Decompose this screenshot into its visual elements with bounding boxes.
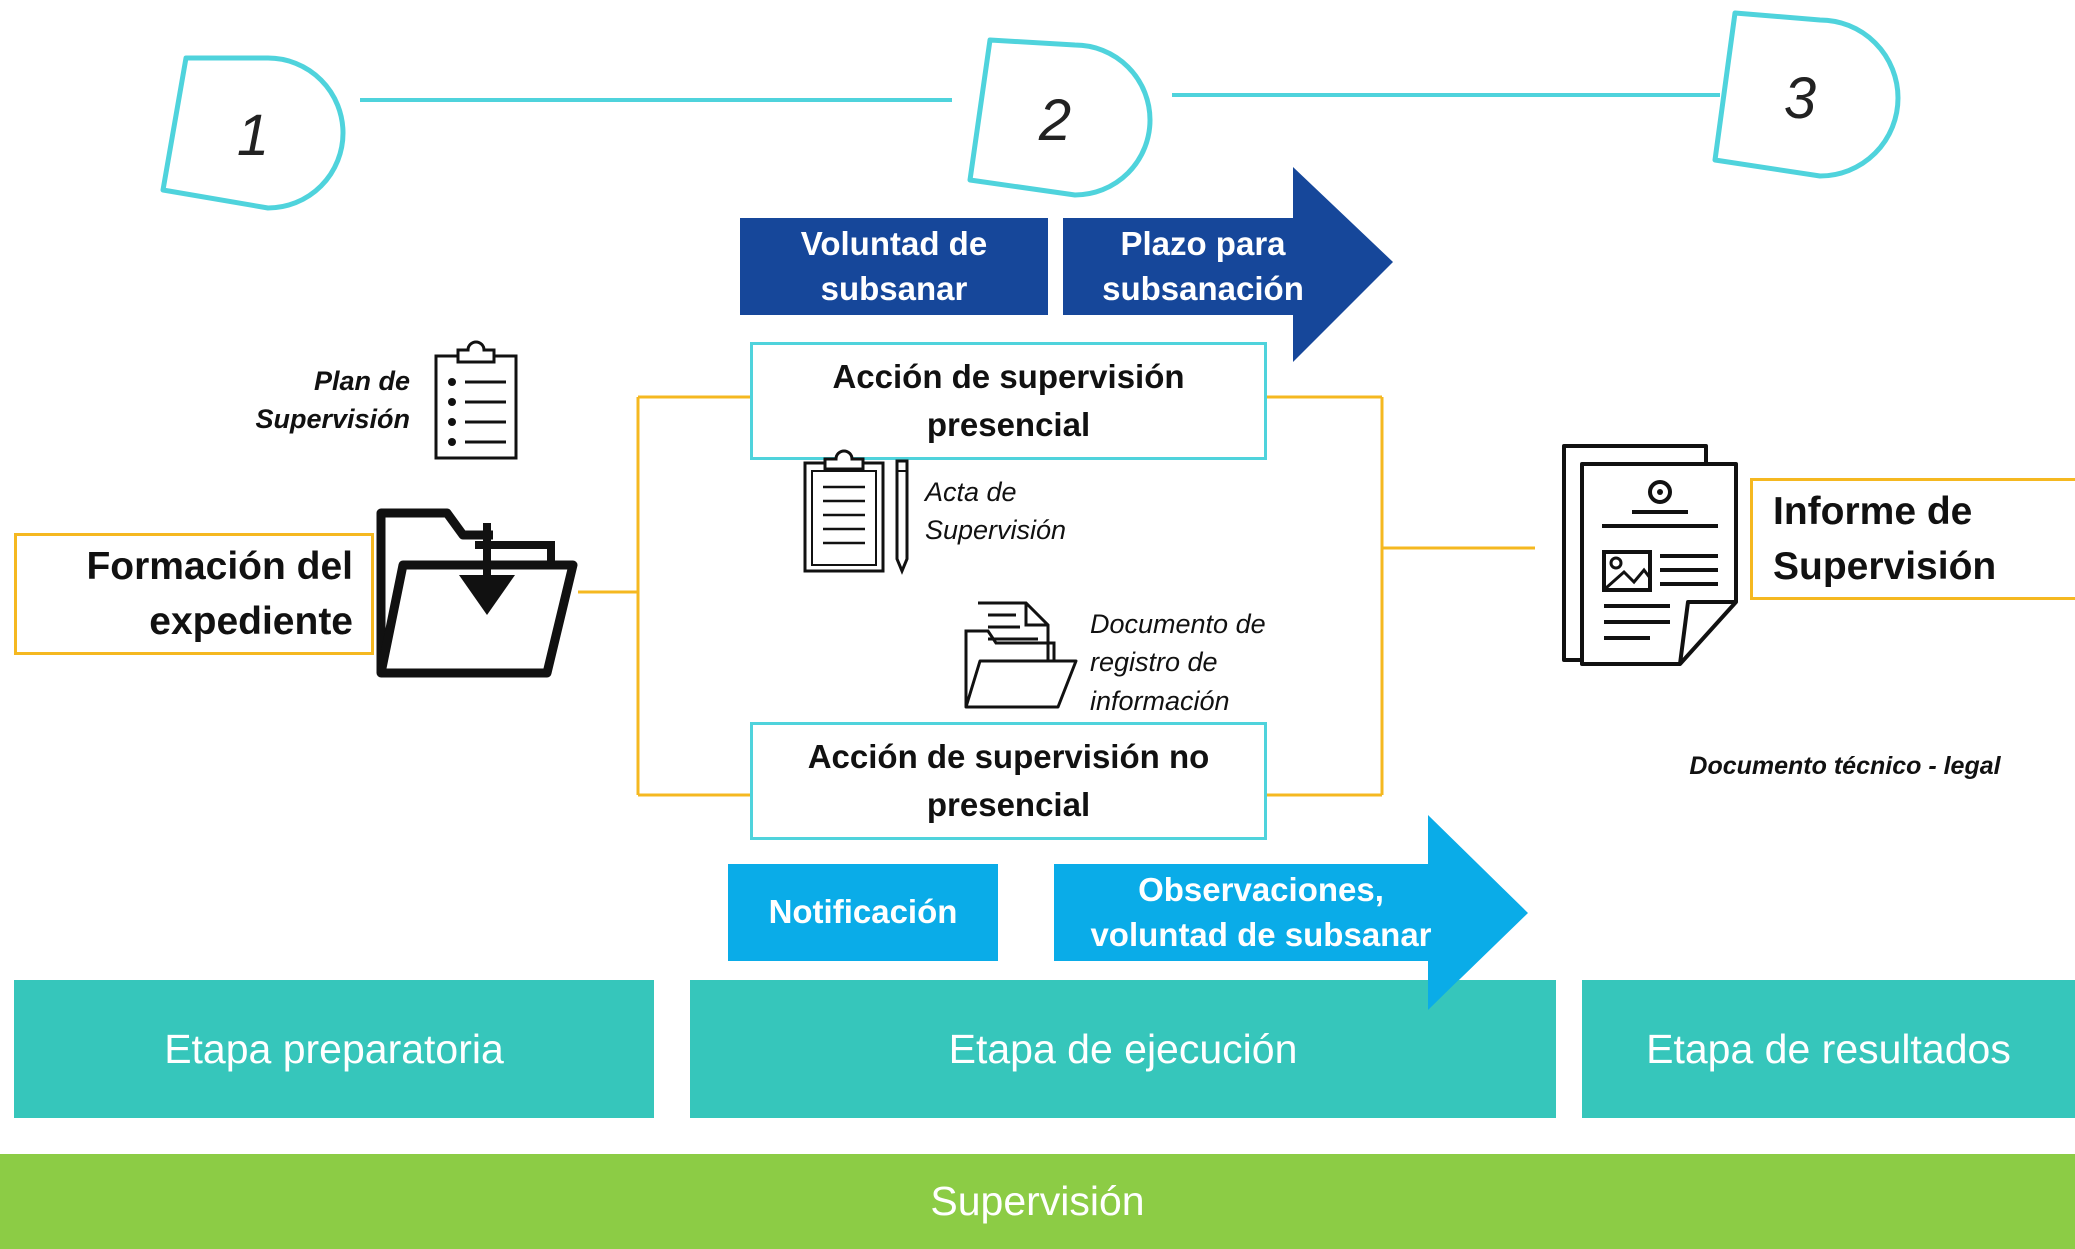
supervision-footer-bar: Supervisión: [0, 1154, 2075, 1249]
document-folder-icon: [964, 601, 1078, 709]
etapa-preparatoria-bar: Etapa preparatoria: [14, 980, 654, 1118]
step-number-1: 1: [236, 102, 270, 168]
step-number-2: 2: [1038, 87, 1072, 153]
documento-registro-label: Documento de registro de información: [1090, 609, 1266, 716]
acta-supervision-label: Acta de Supervisión: [925, 477, 1067, 546]
report-document-icon: [1562, 444, 1738, 666]
formacion-expediente-box: Formación del expediente: [14, 533, 374, 655]
informe-supervision-box: Informe de Supervisión: [1750, 478, 2075, 600]
accion-presencial-box: Acción de supervisión presencial: [750, 342, 1267, 460]
formacion-expediente-label: Formación del expediente: [86, 544, 353, 643]
accion-no-presencial-box: Acción de supervisión no presencial: [750, 722, 1267, 840]
etapa-ejecucion-bar: Etapa de ejecución: [690, 980, 1556, 1118]
informe-supervision-label: Informe de Supervisión: [1773, 489, 1997, 588]
etapa-resultados-bar: Etapa de resultados: [1582, 980, 2075, 1118]
etapa-preparatoria-label: Etapa preparatoria: [164, 1025, 504, 1072]
observaciones-label: Observaciones, voluntad de subsanar: [1090, 870, 1432, 953]
etapa-ejecucion-label: Etapa de ejecución: [948, 1025, 1298, 1072]
step-marker-3: 3: [1710, 8, 1901, 179]
step-marker-1: 1: [158, 50, 348, 211]
step-marker-2: 2: [965, 35, 1155, 198]
plan-supervision-label: Plan de Supervisión: [255, 366, 410, 435]
folder-download-icon: [376, 508, 578, 678]
voluntad-subsanar-label: Voluntad de subsanar: [800, 224, 988, 307]
supervision-footer-label: Supervisión: [930, 1178, 1145, 1224]
clipboard-pen-icon: [803, 449, 909, 575]
plazo-subsanacion-label: Plazo para subsanación: [1102, 224, 1304, 307]
notificacion-label: Notificación: [768, 893, 958, 931]
step-number-3: 3: [1783, 65, 1817, 131]
clipboard-list-icon: [434, 340, 518, 460]
etapa-resultados-label: Etapa de resultados: [1646, 1025, 2011, 1072]
documento-tecnico-legal-label: Documento técnico - legal: [1689, 752, 2001, 780]
